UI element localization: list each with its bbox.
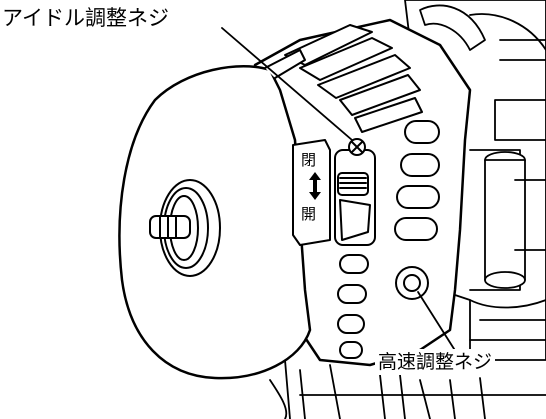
open-label: 開 bbox=[301, 205, 317, 223]
high-speed-screw bbox=[395, 266, 429, 300]
idle-screw-leader bbox=[221, 27, 353, 141]
leader-lines bbox=[221, 27, 457, 353]
high-speed-screw-label: 高速調整ネジ bbox=[375, 349, 496, 375]
air-filter-cover bbox=[118, 49, 312, 380]
idle-screw-label: アイドル調整ネジ bbox=[2, 6, 171, 30]
choke-lever-panel bbox=[292, 138, 376, 246]
high-speed-screw-leader bbox=[417, 291, 457, 353]
close-label: 閉 bbox=[301, 151, 317, 169]
bottom-frame bbox=[269, 359, 546, 419]
up-down-arrow-icon bbox=[309, 172, 321, 200]
